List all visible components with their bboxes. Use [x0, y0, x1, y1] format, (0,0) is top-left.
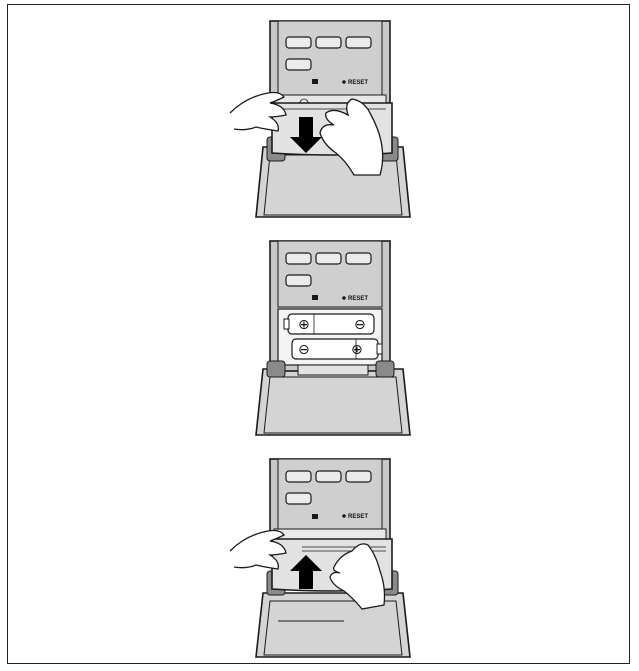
reset-label: RESET	[348, 514, 368, 520]
remote-lower-body	[256, 593, 410, 657]
remote-button	[316, 471, 341, 482]
remote-button	[286, 471, 311, 482]
left-hand-icon	[230, 531, 286, 570]
illustration-frame: RESET RESET	[7, 4, 630, 664]
remote-button	[346, 471, 371, 482]
remote-button	[286, 493, 311, 504]
step-replace-cover-panel: RESET	[8, 5, 631, 665]
mini-icon	[312, 514, 318, 519]
reset-dot	[342, 514, 346, 518]
